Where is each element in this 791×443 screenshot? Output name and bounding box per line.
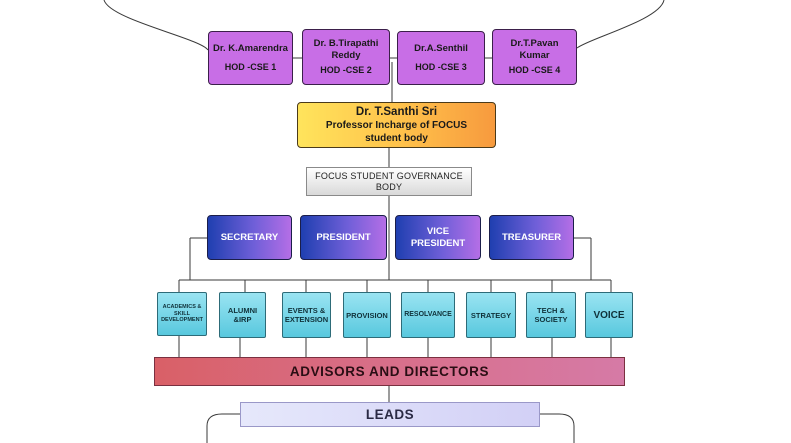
professor-incharge-box: Dr. T.Santhi Sri Professor Incharge of F…: [297, 102, 496, 148]
hod-name: Dr. B.Tirapathi Reddy: [313, 38, 379, 61]
governance-body-box: FOCUS STUDENT GOVERNANCE BODY: [306, 167, 472, 196]
advisors-label: ADVISORS AND DIRECTORS: [289, 364, 490, 379]
club-label: TECH & SOCIETY: [534, 306, 568, 324]
hod-box-cse3: Dr.A.Senthil HOD -CSE 3: [397, 31, 485, 85]
officer-label: VICE PRESIDENT: [410, 225, 466, 249]
club-label: STRATEGY: [470, 310, 512, 320]
top-arc: [103, 0, 209, 51]
club-resolvance: RESOLVANCE: [401, 292, 455, 338]
club-label: ACADEMICS & SKILL DEVELOPMENT: [161, 304, 203, 324]
officer-president: PRESIDENT: [300, 215, 387, 260]
incharge-role: Professor Incharge of FOCUS student body: [325, 119, 468, 144]
officer-vice-president: VICE PRESIDENT: [395, 215, 481, 260]
bottom-container: [540, 413, 575, 443]
club-alumni: ALUMNI &IRP: [219, 292, 266, 338]
club-strategy: STRATEGY: [466, 292, 516, 338]
officer-secretary: SECRETARY: [207, 215, 292, 260]
top-arc: [576, 0, 665, 49]
hod-dept: HOD -CSE 4: [508, 65, 561, 75]
club-label: RESOLVANCE: [404, 311, 452, 318]
officer-treasurer: TREASURER: [489, 215, 574, 260]
club-voice: VOICE: [585, 292, 633, 338]
club-provision: PROVISION: [343, 292, 391, 338]
officer-label: PRESIDENT: [316, 231, 371, 243]
hod-name: Dr. K.Amarendra: [213, 43, 288, 54]
incharge-name: Dr. T.Santhi Sri: [355, 105, 438, 118]
hod-dept: HOD -CSE 3: [415, 62, 467, 72]
officer-label: SECRETARY: [220, 231, 279, 243]
officer-label: TREASURER: [501, 231, 562, 243]
club-label: EVENTS & EXTENSION: [284, 306, 329, 324]
club-label: ALUMNI &IRP: [227, 306, 258, 324]
leads-bar: LEADS: [240, 402, 540, 427]
club-label: VOICE: [593, 309, 625, 321]
hod-box-cse2: Dr. B.Tirapathi Reddy HOD -CSE 2: [302, 29, 390, 85]
leads-label: LEADS: [365, 407, 415, 422]
hod-name: Dr.A.Senthil: [414, 43, 468, 54]
club-label: PROVISION: [346, 310, 388, 320]
governance-label: FOCUS STUDENT GOVERNANCE BODY: [315, 170, 463, 192]
club-events: EVENTS & EXTENSION: [282, 292, 331, 338]
club-tech-society: TECH & SOCIETY: [526, 292, 576, 338]
hod-name: Dr.T.Pavan Kumar: [510, 38, 559, 61]
advisors-and-directors-bar: ADVISORS AND DIRECTORS: [154, 357, 625, 386]
hod-box-cse1: Dr. K.Amarendra HOD -CSE 1: [208, 31, 293, 85]
bottom-container: [206, 413, 240, 443]
hod-dept: HOD -CSE 1: [224, 62, 277, 72]
club-academics: ACADEMICS & SKILL DEVELOPMENT: [157, 292, 207, 336]
hod-dept: HOD -CSE 2: [320, 65, 372, 75]
hod-box-cse4: Dr.T.Pavan Kumar HOD -CSE 4: [492, 29, 577, 85]
